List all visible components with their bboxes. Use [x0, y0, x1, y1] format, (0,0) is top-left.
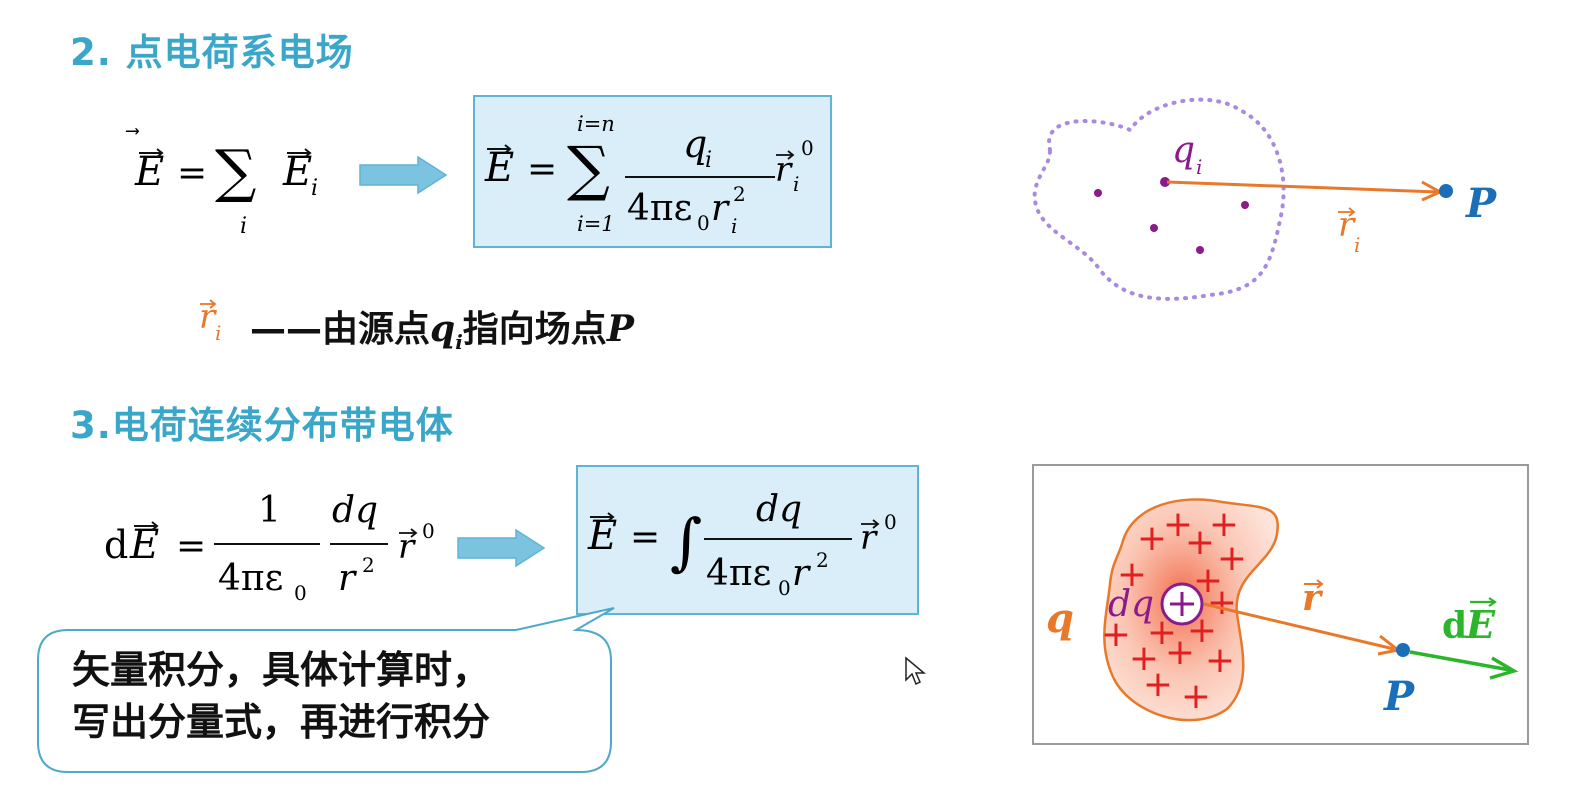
- plus-sign: +: [1165, 632, 1195, 673]
- charge-dot: [1241, 201, 1249, 209]
- formula-int-box: E = ∫ dq 4πε 0 r 2 r 0: [576, 465, 919, 615]
- ri-symbol: r i: [199, 297, 221, 345]
- formula-sum-box: E = ∑ i=n i=1 q i 4πε 0 r i 2 r i 0: [473, 95, 832, 248]
- r-vector-arrow: [1203, 602, 1395, 651]
- equals-sign: =: [177, 153, 207, 194]
- denominator: 4πε: [627, 188, 692, 229]
- charge-qi: [1160, 177, 1170, 187]
- callout-bubble: [37, 607, 615, 773]
- dE-equals: =: [176, 526, 206, 567]
- plus-sign: +: [1181, 676, 1211, 717]
- formula-sum-left: E ⃗ = ∑ i E i: [125, 128, 318, 239]
- den-r-sup: 2: [733, 182, 746, 206]
- Ei-subscript: i: [311, 176, 318, 201]
- dE-den2-sup: 2: [362, 553, 375, 577]
- plus-sign: +: [1217, 538, 1247, 579]
- dE-num1: 1: [258, 490, 281, 531]
- vector-arrow: ⃗: [125, 128, 140, 135]
- ri-desc-part-b: 指向场点: [462, 309, 607, 350]
- dE-label-d: d: [1442, 605, 1467, 647]
- sigma-lower-limit: i=1: [577, 212, 615, 236]
- dE-den2: r: [338, 558, 357, 599]
- charge-dot: [1150, 224, 1158, 232]
- integral-sign: ∫: [670, 505, 702, 578]
- ri-desc-part-a: ——由源点: [250, 309, 431, 350]
- callout-line-2: 写出分量式，再进行积分: [72, 700, 491, 744]
- dE-label-E: E: [1465, 602, 1496, 647]
- ri-description: ——由源点qi指向场点P: [250, 300, 634, 354]
- plus-sign: +: [1163, 504, 1193, 545]
- plus-sign: +: [1101, 614, 1131, 655]
- numerator-sub: i: [705, 148, 712, 173]
- dE-rvec-sup: 0: [422, 519, 435, 543]
- field-point-P: [1439, 184, 1453, 198]
- qi-label-sub: i: [1196, 155, 1202, 179]
- r-vector-sub: i: [793, 172, 799, 196]
- point-charge-diagram: q i P r i: [1032, 97, 1498, 301]
- mouse-cursor-icon: [905, 656, 926, 686]
- plus-sign: +: [1143, 664, 1173, 705]
- plus-charges: ++++++++++++++++: [1101, 504, 1247, 717]
- int-den-r: r: [792, 553, 811, 594]
- ri-sub: i: [215, 321, 221, 345]
- P-label-2: P: [1383, 673, 1416, 720]
- plus-sign: +: [1129, 638, 1159, 679]
- field-point-P: [1396, 643, 1410, 657]
- ri-desc-P: P: [606, 308, 634, 350]
- qi-label: q: [1172, 130, 1195, 171]
- numerator-q: q: [683, 122, 707, 166]
- P-label: P: [1465, 180, 1498, 227]
- dE-den1: 4πε: [218, 558, 283, 599]
- section-2-title: 2. 点电荷系电场: [70, 31, 354, 74]
- plus-sign: +: [1117, 554, 1147, 595]
- box-equals: =: [527, 149, 557, 190]
- dE-num2: dq: [332, 490, 378, 531]
- r-vector-sup: 0: [801, 136, 814, 160]
- int-rvec-sup: 0: [884, 510, 897, 534]
- int-equals: =: [630, 517, 660, 558]
- plus-sign: +: [1185, 522, 1215, 563]
- implies-arrow-2: [457, 528, 546, 568]
- formula-dE-left: d E = 1 4πε 0 dq r 2 r 0: [104, 490, 435, 605]
- int-den: 4πε: [706, 553, 771, 594]
- int-num: dq: [756, 489, 802, 530]
- charge-region-boundary: [1032, 97, 1286, 301]
- plus-sign: +: [1137, 518, 1167, 559]
- den-r-sub: i: [731, 214, 737, 238]
- dE-d: d: [104, 523, 128, 567]
- box-sigma: ∑: [567, 134, 610, 204]
- E-symbol: E: [134, 149, 164, 195]
- sum-index: i: [240, 214, 247, 239]
- r-vector: r: [775, 150, 793, 190]
- plus-sign: +: [1207, 582, 1237, 623]
- sigma-upper-limit: i=n: [577, 112, 615, 136]
- section-3-title: 3.电荷连续分布带电体: [70, 404, 454, 447]
- dq-label: dq: [1108, 584, 1154, 625]
- den-r: r: [711, 188, 730, 229]
- dE-den1-sub: 0: [294, 581, 307, 605]
- callout-line-1: 矢量积分，具体计算时，: [72, 648, 491, 692]
- int-E: E: [587, 513, 617, 559]
- charge-dot: [1094, 189, 1102, 197]
- Ei-symbol: E: [282, 149, 312, 195]
- charge-dot: [1196, 246, 1204, 254]
- ri-desc-q: q: [430, 308, 456, 350]
- dE-vector-arrow: [1409, 650, 1511, 672]
- q-label: q: [1046, 595, 1074, 642]
- box-E-symbol: E: [484, 145, 514, 191]
- ri-label-sub: i: [1354, 233, 1360, 257]
- sum-symbol: ∑: [215, 137, 256, 205]
- plus-sign: +: [1209, 504, 1239, 545]
- ri-vector-arrow: [1166, 180, 1439, 194]
- dE-E: E: [129, 522, 159, 568]
- int-den-sup: 2: [816, 548, 829, 572]
- implies-arrow-1: [359, 155, 448, 195]
- plus-sign: +: [1205, 640, 1235, 681]
- int-den-sub: 0: [778, 576, 791, 600]
- continuous-charge-diagram: ++++++++++++++++ dq q r d E P: [1032, 464, 1529, 745]
- den-eps-sub: 0: [697, 211, 710, 235]
- ri-desc-q-sub: i: [455, 330, 463, 355]
